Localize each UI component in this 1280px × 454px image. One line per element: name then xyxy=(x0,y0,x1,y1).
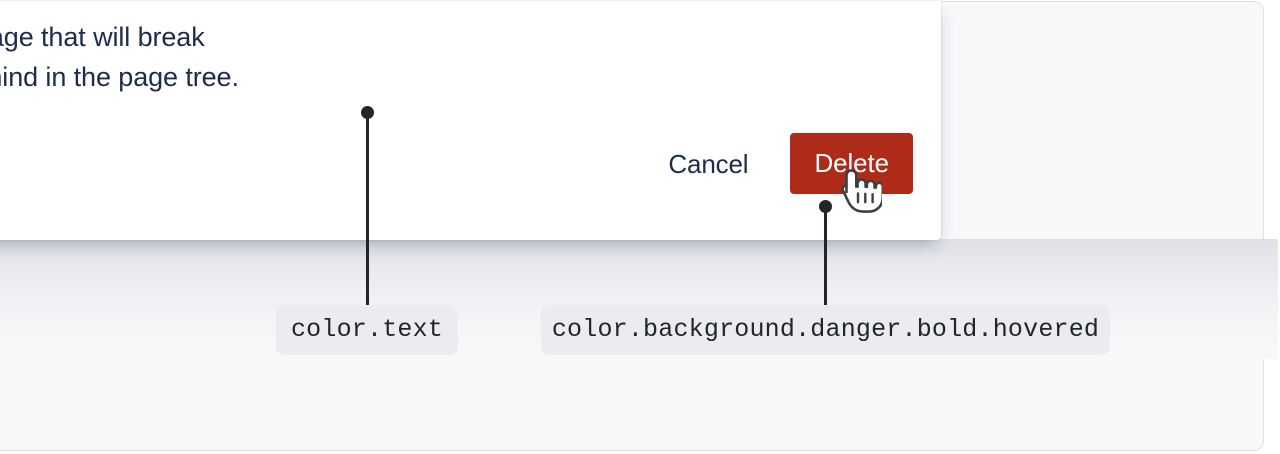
dialog-action-bar: Cancel Delete xyxy=(646,133,913,194)
token-chip-danger-bold-hovered: color.background.danger.bold.hovered xyxy=(541,305,1110,355)
callout-line-color-text xyxy=(366,112,369,305)
delete-button[interactable]: Delete xyxy=(790,133,913,194)
callout-line-danger-bold-hovered xyxy=(824,206,827,305)
dialog-body: e links to this page that will break s w… xyxy=(0,17,941,97)
dialog-message-text: e links to this page that will break s w… xyxy=(0,22,239,92)
cancel-button[interactable]: Cancel xyxy=(646,135,770,193)
token-chip-color-text: color.text xyxy=(276,305,458,355)
confirm-delete-dialog: e links to this page that will break s w… xyxy=(0,1,941,240)
